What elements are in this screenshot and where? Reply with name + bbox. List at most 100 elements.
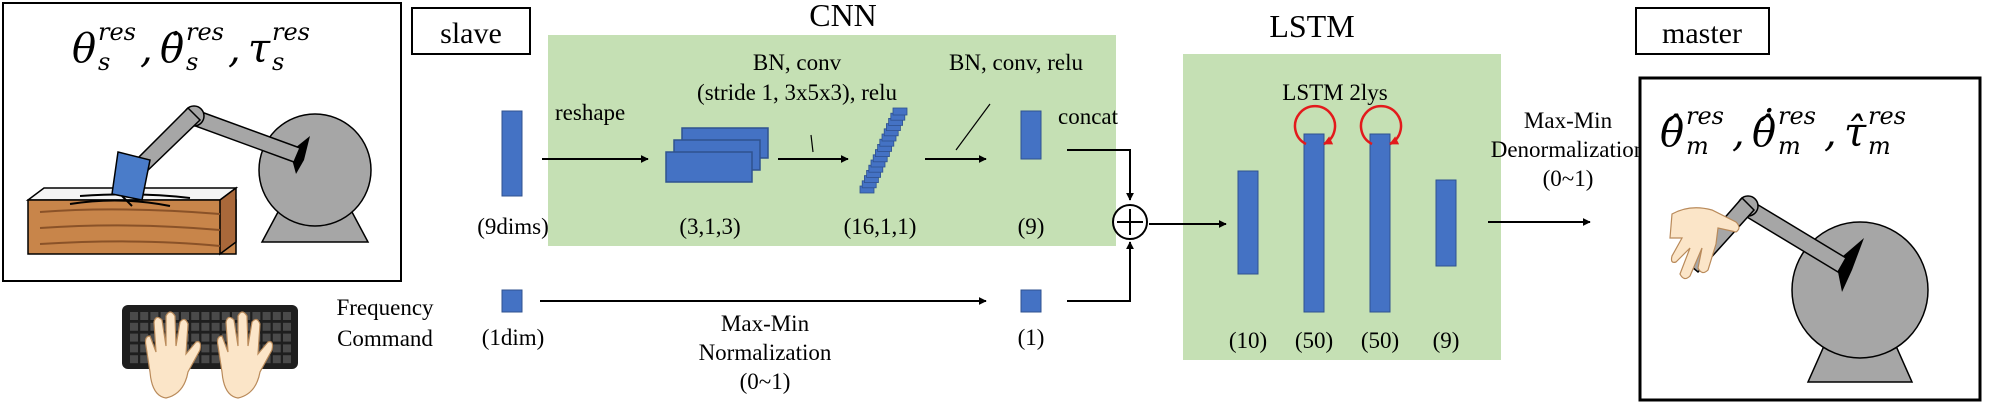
keyboard-key <box>283 322 291 331</box>
conv1-label: BN, conv <box>753 50 842 75</box>
keyboard-key <box>211 355 220 364</box>
lstm-title: LSTM <box>1269 8 1354 44</box>
frequency-label: Frequency <box>336 295 434 320</box>
keyboard-key <box>191 322 200 331</box>
keyboard-key <box>211 333 220 342</box>
master-theta-sup: res <box>1686 102 1724 130</box>
keyboard-key <box>140 312 149 320</box>
keyboard-key <box>140 333 149 342</box>
slave-theta-sup: res <box>98 18 136 46</box>
dim-freq-in: (1dim) <box>482 325 545 350</box>
denorm-label-1: Max-Min <box>1524 108 1613 133</box>
keyboard-key <box>232 312 240 320</box>
freq-output-block <box>1020 289 1042 313</box>
dim-reshaped: (3,1,3) <box>679 214 740 239</box>
lstm-hidden1-block <box>1303 133 1325 313</box>
reshaped-tensor-block <box>665 127 769 183</box>
concat-label: concat <box>1058 104 1119 129</box>
lstm-input-block <box>1237 170 1259 275</box>
slave-sep-2: , <box>228 26 241 72</box>
keyboard-key <box>221 333 230 342</box>
norm-label-1: Max-Min <box>721 311 810 336</box>
keyboard-key <box>191 333 200 342</box>
conv1-detail-label: (stride 1, 3x5x3), relu <box>697 80 897 105</box>
slave-formula: θ res s , θ̇ res s , τ res s <box>72 18 310 76</box>
input-vector-block <box>501 110 523 197</box>
slave-tau: τ <box>248 26 271 72</box>
keyboard-key <box>201 312 210 320</box>
keyboard-key <box>201 344 210 353</box>
keyboard-key <box>272 322 281 331</box>
dim-cnn-out: (9) <box>1018 214 1045 239</box>
cnn-output-block <box>1020 110 1042 160</box>
keyboard-key <box>140 344 149 353</box>
master-label: master <box>1662 17 1742 50</box>
keyboard-key <box>140 355 149 364</box>
master-theta-sub: m <box>1686 132 1709 160</box>
master-theta-dot-sub: m <box>1778 132 1801 160</box>
dim-freq-out: (1) <box>1018 325 1045 350</box>
denorm-label-2: Denormalization <box>1491 137 1646 162</box>
master-tau-sub: m <box>1868 132 1891 160</box>
hands-icon <box>144 311 274 399</box>
dim-lstm-h1: (50) <box>1295 328 1333 353</box>
slave-tau-sup: res <box>272 18 310 46</box>
freq-input-block <box>501 289 523 313</box>
slave-label: slave <box>440 17 502 50</box>
keyboard-key <box>283 355 291 364</box>
keyboard-key <box>150 333 159 342</box>
denorm-label-3: (0~1) <box>1543 166 1594 191</box>
conv-feature-slice <box>892 107 908 116</box>
keyboard-key <box>160 322 169 331</box>
keyboard-key <box>130 344 138 353</box>
keyboard-key <box>130 355 138 364</box>
keyboard-key <box>201 333 210 342</box>
dim-lstm-in: (10) <box>1229 328 1267 353</box>
keyboard-key <box>160 312 169 320</box>
master-theta-dot-sup: res <box>1778 102 1816 130</box>
lstm-output-block <box>1435 179 1457 267</box>
keyboard-key <box>272 312 281 320</box>
freq-to-concat-arrow <box>1067 241 1134 302</box>
master-sep-1: , <box>1732 110 1745 156</box>
conv2-callout <box>955 103 991 151</box>
keyboard-key <box>272 333 281 342</box>
master-tau: τ̂ <box>1844 110 1867 156</box>
keyboard-key <box>262 322 271 331</box>
master-theta-dot: θ̂̇ <box>1752 108 1776 156</box>
lstm-hidden2-block <box>1369 133 1391 313</box>
keyboard-key <box>262 312 271 320</box>
master-label-box <box>1635 7 1770 55</box>
master-sep-2: , <box>1824 110 1837 156</box>
slave-theta-dot-sup: res <box>186 18 224 46</box>
master-robot-icon <box>1684 195 1929 383</box>
keyboard-key <box>130 333 138 342</box>
keyboard-key <box>130 312 138 320</box>
keyboard-key <box>201 355 210 364</box>
keyboard-key <box>283 333 291 342</box>
master-formula: θ̂ res m , θ̂̇ res m , τ̂ res m <box>1660 102 1906 160</box>
keyboard-key <box>201 322 210 331</box>
recurrent-loop-icon <box>1359 104 1403 146</box>
slave-theta: θ <box>72 26 96 72</box>
dim-lstm-h2: (50) <box>1361 328 1399 353</box>
keyboard-key <box>252 312 261 320</box>
slave-sep-1: , <box>140 26 153 72</box>
keyboard-key <box>221 312 230 320</box>
slave-tau-sub: s <box>272 48 284 76</box>
master-tau-sup: res <box>1868 102 1906 130</box>
concat-node <box>1112 204 1148 240</box>
slave-theta-dot: θ̇ <box>160 26 184 72</box>
keyboard-key <box>130 322 138 331</box>
cnn-title: CNN <box>809 0 877 33</box>
reshape-label: reshape <box>555 100 625 125</box>
conv-feature-block <box>859 107 908 194</box>
conv2-label: BN, conv, relu <box>949 50 1083 75</box>
recurrent-loop-icon <box>1293 104 1337 146</box>
keyboard-key <box>283 312 291 320</box>
keyboard-key <box>211 322 220 331</box>
master-theta: θ̂ <box>1660 110 1684 156</box>
norm-label-2: Normalization <box>699 340 832 365</box>
